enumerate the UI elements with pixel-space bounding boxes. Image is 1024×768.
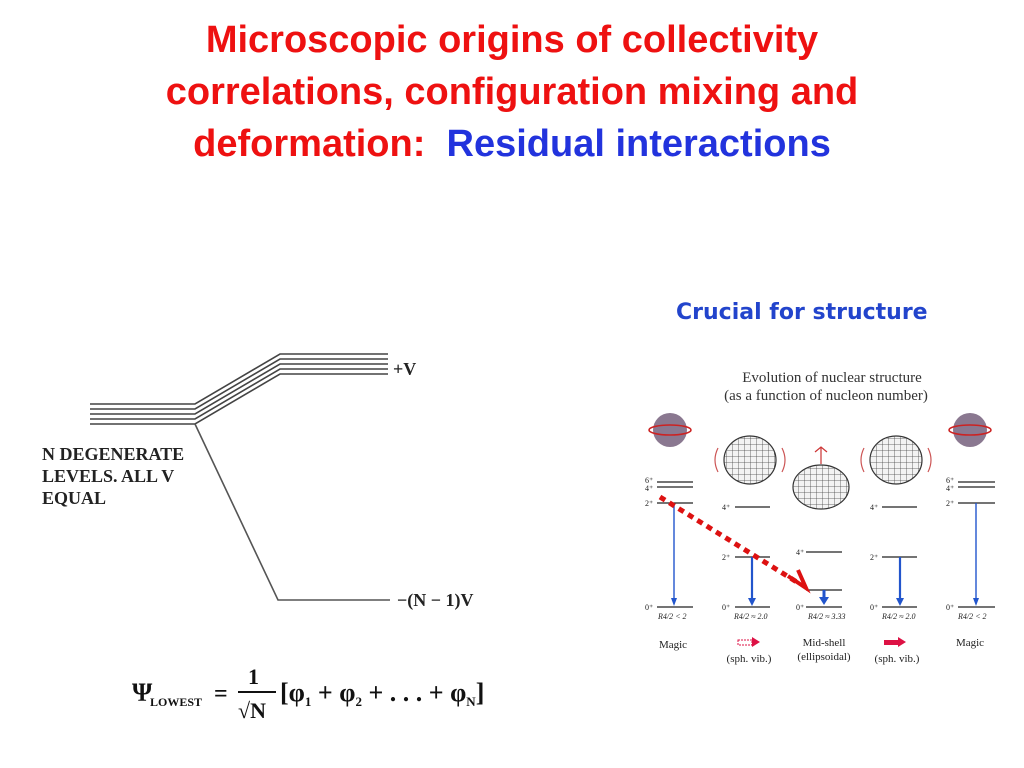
fraction-numerator: 1	[248, 664, 259, 689]
evolution-heading-1: Evolution of nuclear structure	[742, 370, 922, 386]
title-line-3-blue: Residual interactions	[446, 123, 831, 165]
magic-label-left: Magic	[659, 639, 687, 651]
small-red-arrow-right-icon	[884, 637, 906, 647]
level-scheme-magic-right: 6⁺ 4⁺ 2⁺ 0⁺ R4/2 < 2	[946, 476, 995, 621]
level-label: 2⁺	[946, 499, 954, 508]
ratio-label: R4/2 ≈ 2.0	[881, 612, 916, 621]
ratio-label: R4/2 < 2	[957, 612, 987, 621]
lowest-wavefunction-formula: Ψ LOWEST = 1 √N [φ1 + φ2 + . . . + φN]	[132, 664, 484, 723]
level-scheme-vibrational-left: 4⁺ 2⁺ 0⁺ R4/2 ≈ 2.0	[722, 503, 770, 621]
vibrational-nucleus-right-icon	[860, 435, 932, 485]
level-label: 0⁺	[645, 603, 653, 612]
level-label: 4⁺	[946, 484, 954, 493]
mid-shell-label: Mid-shell	[803, 637, 846, 649]
phi-1: [φ	[280, 678, 305, 707]
level-label: 4⁺	[796, 548, 804, 557]
equals-sign: =	[214, 681, 228, 707]
slide-title: Microscopic origins of collectivity corr…	[0, 14, 1024, 170]
level-label: 0⁺	[722, 603, 730, 612]
ratio-label: R4/2 ≈ 3.33	[807, 612, 846, 621]
title-line-1: Microscopic origins of collectivity	[205, 19, 819, 61]
level-label: 0⁺	[796, 603, 804, 612]
phi-n: + . . . + φ	[362, 678, 466, 707]
psi-subscript: LOWEST	[150, 695, 202, 709]
level-label: 0⁺	[946, 603, 954, 612]
degenerate-note-line-3: EQUAL	[42, 488, 106, 508]
lowest-level-line	[194, 423, 390, 601]
sph-vib-label-left: (sph. vib.)	[727, 653, 772, 665]
closing-bracket: ]	[476, 678, 485, 707]
crucial-for-structure-label: Crucial for structure	[676, 300, 928, 325]
level-label: 6⁺	[645, 476, 653, 485]
spherical-nucleus-right-icon	[948, 413, 992, 447]
level-label: 6⁺	[946, 476, 954, 485]
level-label: 4⁺	[722, 503, 730, 512]
ellipsoidal-nucleus-icon	[792, 446, 850, 510]
phi-2-sub: 2	[355, 694, 362, 709]
minus-n-minus-1-v-label: −(N − 1)V	[397, 590, 474, 611]
level-label: 2⁺	[870, 553, 878, 562]
level-label: 0⁺	[870, 603, 878, 612]
spherical-nucleus-left-icon	[648, 413, 692, 447]
magic-label-right: Magic	[956, 637, 984, 649]
bracket-expression: [φ1 + φ2 + . . . + φN]	[280, 678, 484, 709]
level-label: 2⁺	[722, 553, 730, 562]
fraction-denominator: √N	[238, 698, 266, 723]
phi-2: + φ	[311, 678, 355, 707]
vibrational-nucleus-left-icon	[714, 435, 786, 485]
ratio-label: R4/2 < 2	[657, 612, 687, 621]
ellipsoidal-label: (ellipsoidal)	[797, 651, 850, 663]
phi-n-sub: N	[466, 694, 476, 709]
level-scheme-mid-shell: 4⁺ 0⁺ R4/2 ≈ 3.33	[796, 548, 846, 621]
level-label: 4⁺	[645, 484, 653, 493]
structure-labels: Magic (sph. vib.) Mid-shell (ellipsoidal…	[659, 637, 984, 665]
small-red-arrow-left-icon	[737, 637, 760, 647]
degenerate-note-line-2: LEVELS. ALL V	[42, 466, 174, 486]
psi-symbol: Ψ	[132, 678, 153, 707]
level-scheme-magic-left: 6⁺ 4⁺ 2⁺ 0⁺ R4/2 < 2	[645, 476, 693, 621]
plus-v-label: +V	[393, 359, 416, 379]
title-line-3: deformation: Residual interactions	[0, 118, 1024, 170]
dotted-red-arrow-icon	[658, 494, 811, 594]
evolution-heading-2: (as a function of nucleon number)	[724, 388, 928, 404]
level-scheme-vibrational-right: 4⁺ 2⁺ 0⁺ R4/2 ≈ 2.0	[870, 503, 917, 621]
degenerate-note-line-1: N DEGENERATE	[42, 444, 184, 464]
upper-level-band	[90, 353, 388, 425]
title-line-2: correlations, configuration mixing and	[165, 71, 859, 113]
level-label: 2⁺	[645, 499, 653, 508]
title-line-3-red: deformation:	[193, 123, 426, 165]
ratio-label: R4/2 ≈ 2.0	[733, 612, 768, 621]
phi-1-sub: 1	[305, 694, 312, 709]
level-label: 4⁺	[870, 503, 878, 512]
sph-vib-label-right: (sph. vib.)	[875, 653, 920, 665]
